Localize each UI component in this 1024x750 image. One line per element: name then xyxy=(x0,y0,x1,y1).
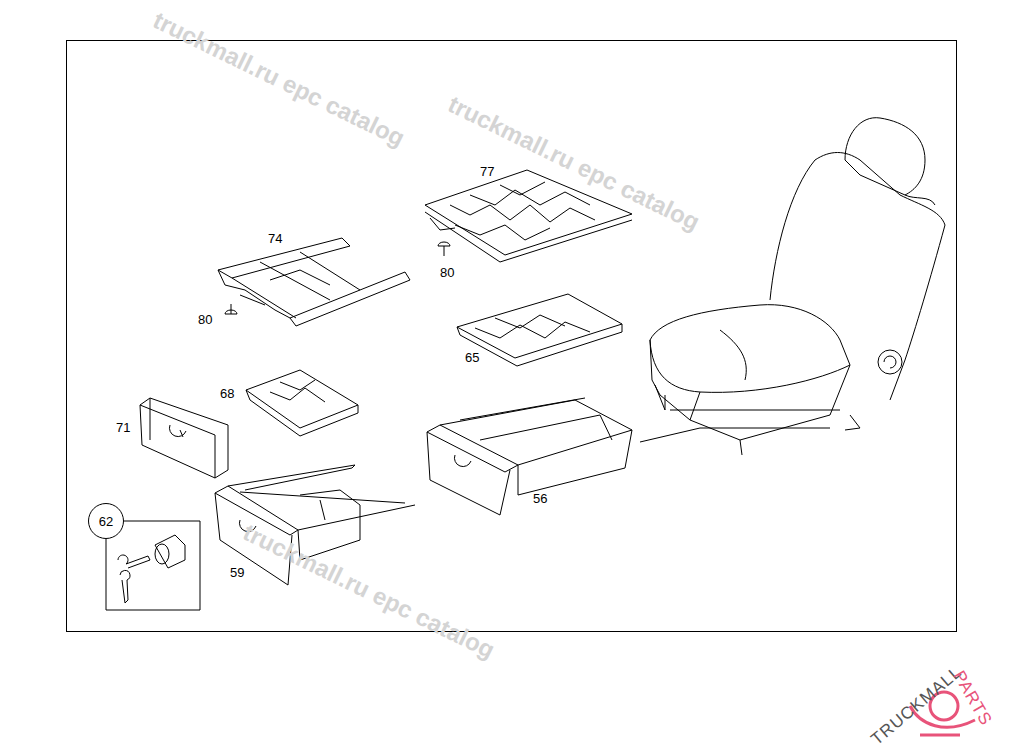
callout-number: 74 xyxy=(268,232,282,245)
callout-number: 80 xyxy=(198,313,212,326)
tray-68 xyxy=(246,370,358,436)
lock-set xyxy=(106,521,200,610)
watermark: truckmall.ru epc catalog xyxy=(444,92,703,235)
drawer-56 xyxy=(427,398,632,515)
seat-frame-74 xyxy=(218,238,410,326)
callout-number: 62 xyxy=(99,515,113,528)
seat xyxy=(650,118,945,455)
callout-number: 56 xyxy=(533,492,547,505)
screw xyxy=(225,242,450,314)
callout-number: 65 xyxy=(465,351,479,364)
callout-number: 68 xyxy=(220,387,234,400)
watermark: truckmall.ru epc catalog xyxy=(239,520,498,663)
callout-number: 59 xyxy=(230,566,244,579)
cover-71 xyxy=(140,398,228,478)
leader-line xyxy=(640,428,700,442)
callout-number: 71 xyxy=(116,421,130,434)
tray-65 xyxy=(457,294,622,366)
callout-circle: 62 xyxy=(88,503,124,539)
watermark: truckmall.ru epc catalog xyxy=(149,8,408,151)
frame xyxy=(67,41,957,632)
callout-number: 77 xyxy=(480,165,494,178)
callout-number: 80 xyxy=(440,266,454,279)
